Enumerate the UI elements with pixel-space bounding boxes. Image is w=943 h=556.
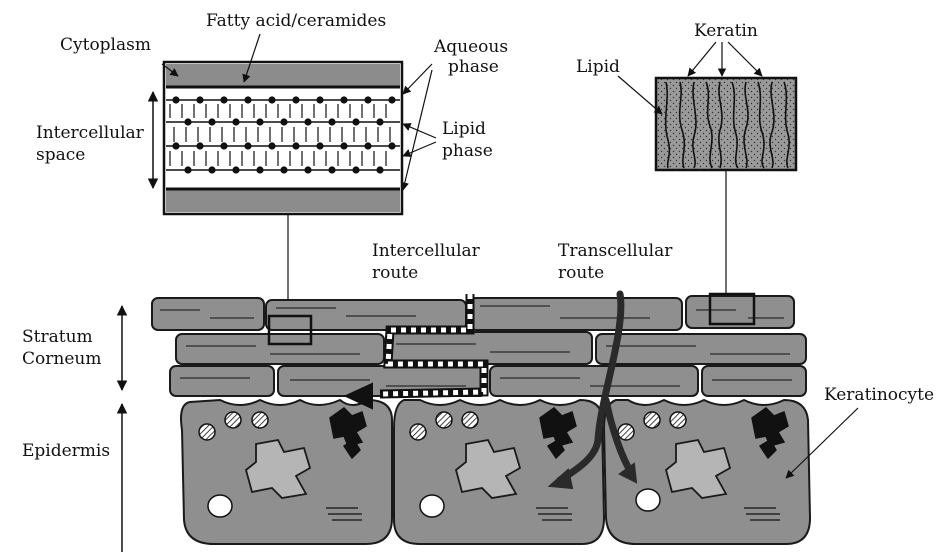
- label-intercellular-route-2: route: [372, 263, 418, 283]
- keratin-inset: [656, 78, 796, 296]
- label-lipid: Lipid: [576, 57, 620, 77]
- label-keratin: Keratin: [694, 21, 758, 41]
- label-intercellular-space-2: space: [36, 145, 85, 165]
- label-stratum-corneum-2: Corneum: [22, 349, 101, 369]
- cytoplasm-bar-top: [166, 64, 400, 86]
- label-lipid-phase: Lipid: [442, 119, 486, 139]
- label-epidermis: Epidermis: [22, 441, 110, 461]
- label-intercellular-space: Intercellular: [36, 123, 145, 143]
- label-fatty-acid: Fatty acid/ceramides: [206, 11, 386, 31]
- lipid-bilayer-inset: [164, 62, 402, 318]
- label-transcellular-route-2: route: [558, 263, 604, 283]
- label-lipid-phase-2: phase: [442, 141, 493, 161]
- label-aqueous-2: phase: [448, 57, 499, 77]
- label-intercellular-route: Intercellular: [372, 241, 481, 261]
- label-transcellular-route: Transcellular: [558, 241, 673, 261]
- cytoplasm-bar-bottom: [166, 190, 400, 212]
- label-aqueous: Aqueous: [433, 37, 508, 57]
- label-keratinocyte: Keratinocyte: [824, 385, 934, 405]
- label-cytoplasm: Cytoplasm: [60, 35, 151, 55]
- label-stratum-corneum: Stratum: [22, 327, 93, 347]
